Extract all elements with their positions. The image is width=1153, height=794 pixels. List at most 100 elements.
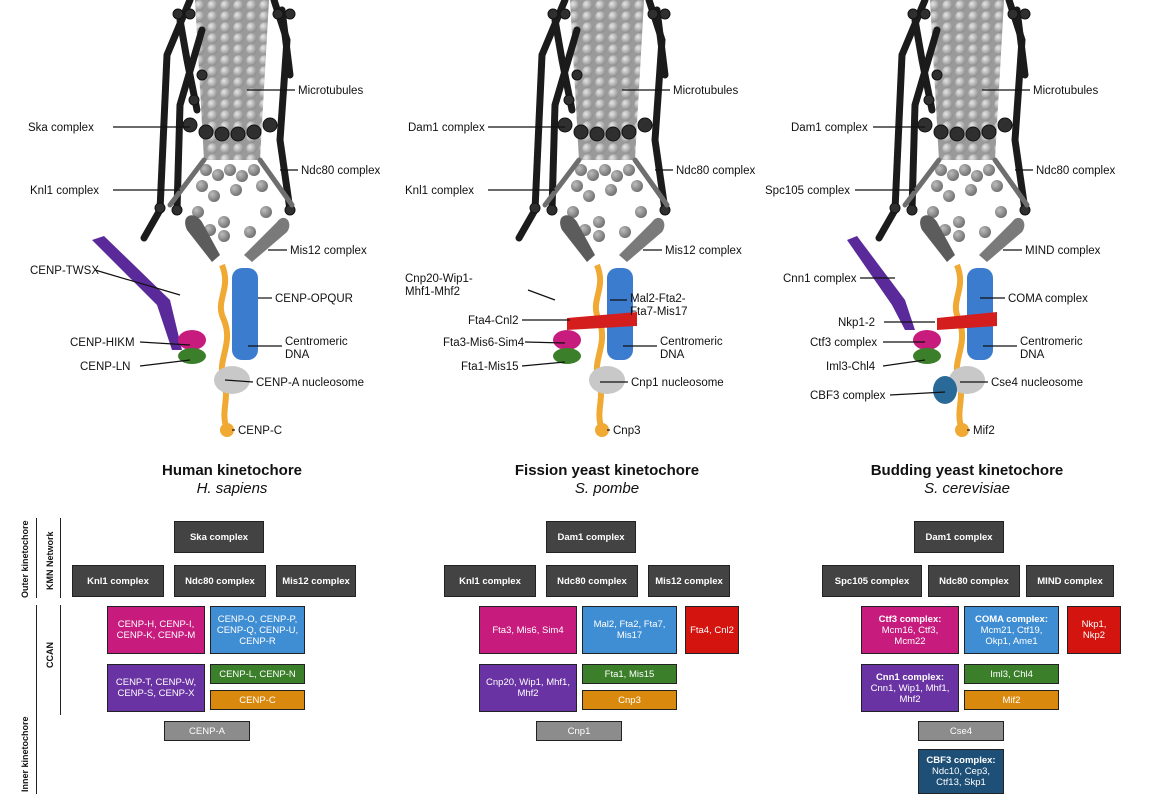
- f-lbl-fta1: Fta1-Mis15: [461, 361, 519, 373]
- cenp-ln-shape: [178, 348, 206, 364]
- b-box-ndc80: Ndc80 complex: [928, 565, 1020, 597]
- inner-kinetochore-bar: [36, 605, 37, 794]
- b-lbl-mind: MIND complex: [1025, 245, 1101, 257]
- cenp-twsx-shape: [92, 236, 182, 350]
- b-lbl-cnn1: Cnn1 complex: [783, 273, 857, 285]
- b-box-cbf3: CBF3 complex: Ndc10, Cep3, Ctf13, Skp1: [918, 749, 1004, 794]
- f-lbl-fta4: Fta4-Cnl2: [468, 315, 519, 327]
- ccan-label: CCAN: [45, 642, 55, 668]
- human-species: H. sapiens: [82, 480, 382, 497]
- h-box-mis12: Mis12 complex: [276, 565, 356, 597]
- b-lbl-mif2: Mif2: [973, 425, 995, 437]
- f-lbl-fta3: Fta3-Mis6-Sim4: [443, 337, 525, 349]
- f-lbl-nucleosome: Cnp1 nucleosome: [631, 377, 724, 389]
- f-box-fta3: Fta3, Mis6, Sim4: [479, 606, 577, 654]
- f-lbl-centromeric: Centromeric: [660, 336, 723, 348]
- human-title-block: Human kinetochore H. sapiens: [82, 462, 382, 497]
- fission-species: S. pombe: [457, 480, 757, 497]
- f-lbl-cnp3: Cnp3: [613, 425, 641, 437]
- h-lbl-ln: CENP-LN: [80, 361, 130, 373]
- h-lbl-ska: Ska complex: [28, 122, 94, 134]
- inner-kinetochore-label: Inner kinetochore: [20, 716, 30, 792]
- kmn-label: KMN Network: [45, 531, 55, 590]
- f-box-cnp1: Cnp1: [536, 721, 622, 741]
- f-lbl-cnp20-1: Cnp20-Wip1-: [405, 273, 473, 285]
- budding-species: S. cerevisiae: [817, 480, 1117, 497]
- f-box-ndc80: Ndc80 complex: [546, 565, 638, 597]
- h-box-knl1: Knl1 complex: [72, 565, 164, 597]
- h-lbl-hikm: CENP-HIKM: [70, 337, 135, 349]
- fission-title-block: Fission yeast kinetochore S. pombe: [457, 462, 757, 497]
- h-box-ska: Ska complex: [174, 521, 264, 553]
- h-lbl-mis12: Mis12 complex: [290, 245, 367, 257]
- f-box-cnp20: Cnp20, Wip1, Mhf1, Mhf2: [479, 664, 577, 712]
- h-box-opqur: CENP-O, CENP-P, CENP-Q, CENP-U, CENP-R: [210, 606, 305, 654]
- f-lbl-mal2-1: Mal2-Fta2-: [630, 293, 686, 305]
- f-box-fta4: Fta4, Cnl2: [685, 606, 739, 654]
- h-lbl-opqur: CENP-OPQUR: [275, 293, 353, 305]
- b-box-coma-head: COMA complex:: [975, 614, 1048, 625]
- b-box-cse4: Cse4: [918, 721, 1004, 741]
- f-lbl-cnp20-2: Mhf1-Mhf2: [405, 286, 460, 298]
- f-box-knl1: Knl1 complex: [444, 565, 536, 597]
- f-lbl-mis12: Mis12 complex: [665, 245, 742, 257]
- h-box-cenpa: CENP-A: [164, 721, 250, 741]
- h-box-hikm: CENP-H, CENP-I, CENP-K, CENP-M: [107, 606, 205, 654]
- b-lbl-iml3: Iml3-Chl4: [826, 361, 876, 373]
- b-box-cbf3-head: CBF3 complex:: [926, 755, 995, 766]
- ccan-bar: [60, 605, 61, 715]
- h-lbl-cenpc: CENP-C: [238, 425, 282, 437]
- b-box-ctf3-head: Ctf3 complex:: [879, 614, 942, 625]
- f-box-mal2: Mal2, Fta2, Fta7, Mis17: [582, 606, 677, 654]
- f-lbl-dna: DNA: [660, 349, 685, 361]
- b-lbl-coma: COMA complex: [1008, 293, 1088, 305]
- h-box-ndc80: Ndc80 complex: [174, 565, 266, 597]
- b-lbl-dam1: Dam1 complex: [791, 122, 868, 134]
- b-box-ctf3-body: Mcm16, Ctf3, Mcm22: [865, 625, 955, 647]
- budding-title-block: Budding yeast kinetochore S. cerevisiae: [817, 462, 1117, 497]
- b-lbl-nkp: Nkp1-2: [838, 317, 875, 329]
- b-lbl-nucleosome: Cse4 nucleosome: [991, 377, 1083, 389]
- f-lbl-dam1: Dam1 complex: [408, 122, 485, 134]
- fission-title: Fission yeast kinetochore: [457, 462, 757, 479]
- h-lbl-centromeric: Centromeric: [285, 336, 348, 348]
- h-box-twsx: CENP-T, CENP-W, CENP-S, CENP-X: [107, 664, 205, 712]
- h-lbl-nucleosome: CENP-A nucleosome: [256, 377, 364, 389]
- b-box-cnn1-head: Cnn1 complex:: [876, 672, 944, 683]
- outer-kinetochore-label: Outer kinetochore: [20, 520, 30, 598]
- f-box-mis12: Mis12 complex: [648, 565, 730, 597]
- b-lbl-ndc80: Ndc80 complex: [1036, 165, 1116, 177]
- b-lbl-dna: DNA: [1020, 349, 1045, 361]
- b-box-spc105: Spc105 complex: [822, 565, 922, 597]
- h-box-ln: CENP-L, CENP-N: [210, 664, 305, 684]
- h-box-cenpc: CENP-C: [210, 690, 305, 710]
- cenp-c-shape: [221, 265, 227, 430]
- b-box-mind: MIND complex: [1026, 565, 1114, 597]
- b-box-ctf3: Ctf3 complex: Mcm16, Ctf3, Mcm22: [861, 606, 959, 654]
- cbf3-shape: [933, 376, 957, 404]
- b-box-iml3: Iml3, Chl4: [964, 664, 1059, 684]
- budding-title: Budding yeast kinetochore: [817, 462, 1117, 479]
- f-lbl-knl1: Knl1 complex: [405, 185, 474, 197]
- h-lbl-twsx: CENP-TWSX: [30, 265, 99, 277]
- b-box-cnn1-body: Cnn1, Wip1, Mhf1, Mhf2: [865, 683, 955, 705]
- f-box-dam1: Dam1 complex: [546, 521, 636, 553]
- b-lbl-ctf3: Ctf3 complex: [810, 337, 877, 349]
- b-lbl-cbf3: CBF3 complex: [810, 390, 886, 402]
- kmn-bar: [60, 518, 61, 598]
- h-lbl-dna: DNA: [285, 349, 310, 361]
- b-lbl-microtubules: Microtubules: [1033, 85, 1098, 97]
- b-box-coma-body: Mcm21, Ctf19, Okp1, Ame1: [968, 625, 1055, 647]
- f-lbl-microtubules: Microtubules: [673, 85, 738, 97]
- h-lbl-ndc80: Ndc80 complex: [301, 165, 381, 177]
- b-box-cbf3-body: Ndc10, Cep3, Ctf13, Skp1: [922, 766, 1000, 788]
- f-lbl-ndc80: Ndc80 complex: [676, 165, 756, 177]
- f-lbl-mal2-2: Fta7-Mis17: [630, 306, 688, 318]
- b-lbl-spc105: Spc105 complex: [765, 185, 850, 197]
- f-box-cnp3: Cnp3: [582, 690, 677, 710]
- b-box-coma: COMA complex: Mcm21, Ctf19, Okp1, Ame1: [964, 606, 1059, 654]
- b-box-dam1: Dam1 complex: [914, 521, 1004, 553]
- b-box-mif2: Mif2: [964, 690, 1059, 710]
- b-lbl-centromeric: Centromeric: [1020, 336, 1083, 348]
- b-box-cnn1: Cnn1 complex: Cnn1, Wip1, Mhf1, Mhf2: [861, 664, 959, 712]
